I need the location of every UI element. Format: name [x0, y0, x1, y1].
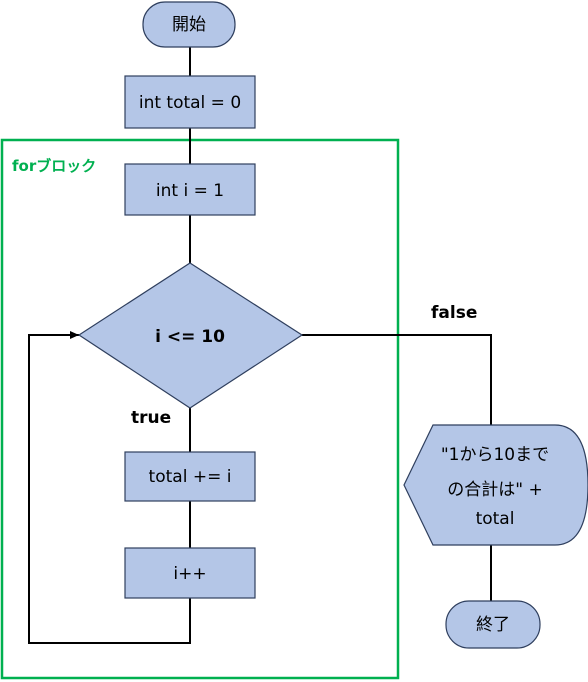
false-branch-label: false [431, 303, 477, 323]
connector-false [302, 334, 492, 425]
loop-back-arrow [28, 331, 191, 644]
condition-label: i <= 10 [155, 327, 225, 347]
end-terminal [445, 600, 541, 649]
increment-label: i++ [173, 564, 206, 584]
start-label: 開始 [172, 15, 206, 35]
init-i-label: int i = 1 [156, 181, 224, 201]
end-label: 終了 [476, 615, 510, 635]
output-line-2: の合計は" + [447, 480, 542, 500]
add-total-box [124, 451, 256, 502]
true-branch-label: true [131, 408, 171, 428]
add-total-label: total += i [149, 467, 232, 487]
init-total-box [124, 75, 256, 129]
start-terminal [142, 1, 236, 48]
for-block-label: forブロック [12, 157, 96, 175]
init-i-box [124, 163, 256, 216]
output-line-3: total [476, 509, 515, 529]
condition-diamond [77, 262, 304, 409]
init-total-label: int total = 0 [139, 93, 241, 113]
for-block-border [0, 138, 400, 680]
increment-box [124, 547, 256, 599]
output-line-1: "1から10まで [441, 445, 549, 465]
